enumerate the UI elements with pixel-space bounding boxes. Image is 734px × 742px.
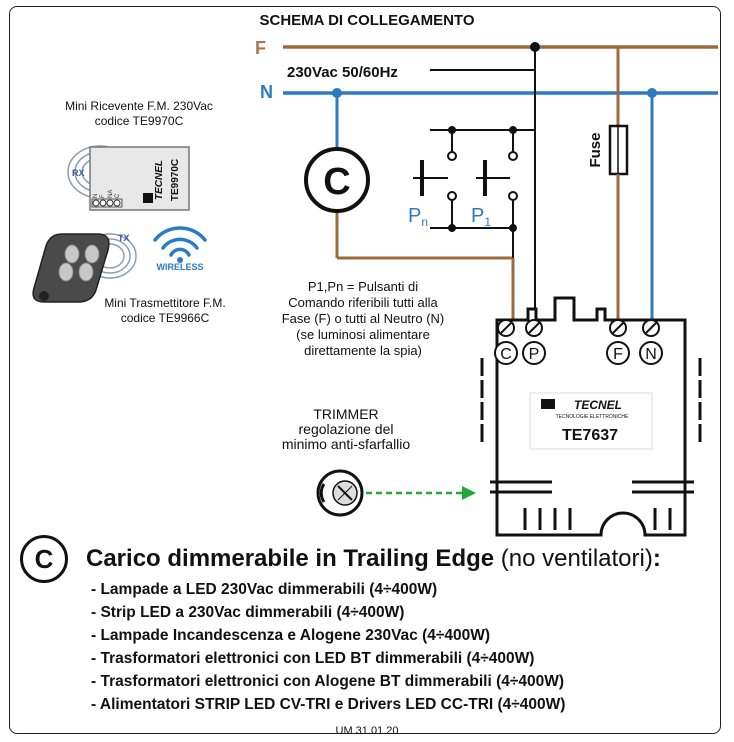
receiver-caption-line1: Mini Ricevente F.M. 230Vac [65, 99, 213, 113]
trimmer-note-line: TRIMMER [313, 406, 379, 422]
list-item: - Alimentatori STRIP LED CV-TRI e Driver… [91, 696, 566, 713]
terminal-c: C [500, 346, 512, 363]
rx-pin-na: NA [108, 190, 114, 198]
terminal-p: P [529, 346, 540, 363]
diagram-frame [9, 6, 721, 734]
p1-label: P1 [471, 205, 491, 229]
rx-model: TE9970C [170, 159, 181, 201]
rx-pin-f: F [100, 194, 106, 198]
phase-line [283, 42, 718, 71]
fuse-label: Fuse [587, 132, 604, 167]
buttons-note: P1,Pn = Pulsanti di Comando riferibili t… [248, 279, 478, 359]
buttons-note-line: Comando riferibili tutti alla [288, 295, 438, 310]
list-item: - Lampade Incandescenza e Alogene 230Vac… [91, 627, 491, 644]
list-item: - Lampade a LED 230Vac dimmerabili (4÷40… [91, 581, 438, 598]
document-code: UM 31.01.20 [335, 725, 399, 737]
trimmer [316, 469, 476, 517]
buttons-note-line: P1,Pn = Pulsanti di [307, 279, 419, 294]
legend-symbol: C [20, 535, 68, 583]
transmitter-caption-line2: codice TE9966C [120, 311, 210, 325]
legend-title: Carico dimmerabile in Trailing Edge (no … [86, 545, 661, 573]
neutral-label: N [260, 82, 273, 102]
device-tagline: TECNOLOGIE ELETTRONICHE [556, 414, 629, 420]
buttons-note-line: (se luminosi alimentare [296, 327, 430, 342]
fuse-branch: Fuse [587, 47, 629, 320]
pn-label: Pn [408, 205, 428, 229]
list-item: - Trasformatori elettronici con LED BT d… [91, 650, 535, 667]
phase-label: F [255, 38, 266, 58]
load-symbol: C [304, 147, 370, 213]
load-wires [335, 93, 515, 320]
legend-title-bold: Carico dimmerabile in Trailing Edge [86, 545, 495, 572]
transmitter-module: TX WIRELESS [32, 226, 207, 303]
buttons-note-line: direttamente la spia) [304, 343, 422, 358]
trimmer-note-line: minimo anti-sfarfallio [281, 436, 411, 452]
rx-pin-c: C [115, 193, 121, 198]
diagram-title: SCHEMA DI COLLEGAMENTO [259, 12, 475, 29]
transmitter-caption-line1: Mini Trasmettitore F.M. [104, 296, 226, 310]
dimmer-device: C P F N TECNEL TECNOLOGIE ELETTRONICHE T… [480, 296, 702, 537]
receiver-caption-line2: codice TE9970C [94, 114, 184, 128]
trimmer-note: TRIMMER regolazione del minimo anti-sfar… [248, 407, 444, 452]
wireless-icon [153, 226, 207, 257]
push-buttons [413, 70, 536, 320]
voltage-label: 230Vac 50/60Hz [287, 64, 398, 81]
rx-pin-n: N [93, 194, 99, 198]
device-brand: TECNEL [574, 398, 622, 412]
legend-title-colon: : [652, 545, 661, 572]
load-types-list: - Lampade a LED 230Vac dimmerabili (4÷40… [91, 578, 565, 716]
device-model: TE7637 [562, 427, 618, 444]
tx-tag: TX [118, 233, 130, 243]
buttons-note-line: Fase (F) o tutti al Neutro (N) [281, 311, 445, 326]
receiver-caption: Mini Ricevente F.M. 230Vac codice TE9970… [44, 99, 234, 129]
terminal-f: F [613, 346, 623, 363]
legend-title-note: (no ventilatori) [494, 545, 653, 572]
receiver-module: RX N F NA C TECNEL TE9970C [67, 145, 190, 211]
list-item: - Trasformatori elettronici con Alogene … [91, 673, 565, 690]
list-item: - Strip LED a 230Vac dimmerabili (4÷400W… [91, 604, 405, 621]
rx-brand: TECNEL [154, 160, 165, 200]
terminal-n: N [645, 346, 657, 363]
rx-logo-icon [143, 193, 153, 203]
wireless-label: WIRELESS [156, 262, 203, 272]
transmitter-caption: Mini Trasmettitore F.M. codice TE9966C [70, 296, 260, 326]
load-symbol-letter: C [323, 161, 350, 203]
trimmer-note-line: regolazione del [298, 421, 394, 437]
rx-tag: RX [72, 168, 85, 178]
device-logo-icon [541, 399, 555, 409]
